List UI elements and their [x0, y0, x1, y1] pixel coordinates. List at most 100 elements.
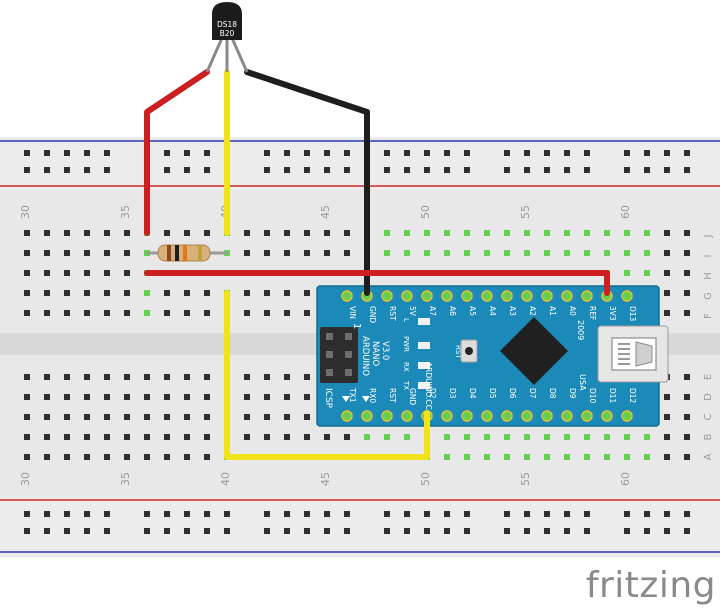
breadboard-hole — [304, 374, 310, 380]
breadboard-hole-connected — [624, 434, 630, 440]
breadboard-hole — [184, 310, 190, 316]
breadboard-hole-connected — [564, 250, 570, 256]
breadboard-hole — [404, 167, 410, 173]
breadboard-hole — [84, 167, 90, 173]
breadboard-hole — [84, 150, 90, 156]
breadboard-hole — [64, 434, 70, 440]
nano-pin-pad-top — [381, 290, 393, 302]
breadboard-hole-connected — [544, 250, 550, 256]
breadboard-hole-connected — [424, 250, 430, 256]
breadboard-hole — [184, 394, 190, 400]
nano-pin-label-top: A7 — [428, 306, 437, 316]
breadboard-hole — [324, 150, 330, 156]
nano-pin-pad-bottom — [341, 410, 353, 422]
led — [418, 362, 430, 369]
nano-pin-pad-bottom — [361, 410, 373, 422]
breadboard-hole — [64, 454, 70, 460]
breadboard-hole — [684, 454, 690, 460]
nano-pin-pad-top — [561, 290, 573, 302]
breadboard-hole — [124, 230, 130, 236]
breadboard-hole — [264, 374, 270, 380]
breadboard-hole-connected — [504, 230, 510, 236]
nano-pin-label-top: A5 — [468, 306, 477, 316]
breadboard-hole — [164, 310, 170, 316]
breadboard-hole-connected — [384, 230, 390, 236]
breadboard-hole-connected — [364, 434, 370, 440]
nano-pin-pad-bottom — [441, 410, 453, 422]
breadboard-hole — [164, 290, 170, 296]
breadboard-hole — [104, 290, 110, 296]
breadboard-hole — [684, 528, 690, 534]
icsp-pins — [326, 333, 352, 376]
breadboard-hole — [84, 454, 90, 460]
breadboard-hole — [84, 310, 90, 316]
breadboard-hole — [684, 290, 690, 296]
breadboard-hole — [184, 528, 190, 534]
breadboard-hole — [664, 414, 670, 420]
breadboard-hole-connected — [584, 250, 590, 256]
col-num-bottom: 60 — [619, 472, 632, 486]
sensor-body — [212, 2, 242, 40]
header-one-label: 1 — [351, 323, 362, 329]
breadboard-hole-connected — [464, 454, 470, 460]
breadboard-hole — [204, 150, 210, 156]
breadboard-hole — [544, 167, 550, 173]
breadboard-hole — [84, 270, 90, 276]
breadboard-hole — [164, 394, 170, 400]
icsp-pin — [326, 351, 333, 358]
breadboard-hole-connected — [144, 290, 150, 296]
row-letter-bottom: D — [703, 393, 714, 401]
breadboard-hole-connected — [544, 434, 550, 440]
breadboard-hole-connected — [504, 434, 510, 440]
breadboard-hole — [204, 167, 210, 173]
breadboard-hole — [284, 374, 290, 380]
breadboard-hole — [84, 414, 90, 420]
breadboard-hole — [104, 414, 110, 420]
breadboard-hole — [504, 511, 510, 517]
breadboard-hole — [344, 528, 350, 534]
red-wire-3v3 — [144, 270, 610, 296]
breadboard-hole — [64, 394, 70, 400]
breadboard-hole — [344, 150, 350, 156]
breadboard-hole — [584, 528, 590, 534]
breadboard-hole — [244, 374, 250, 380]
breadboard-hole — [184, 374, 190, 380]
breadboard-hole — [244, 250, 250, 256]
breadboard-hole — [124, 414, 130, 420]
breadboard-hole — [644, 528, 650, 534]
breadboard-hole — [284, 290, 290, 296]
breadboard-hole-connected — [464, 230, 470, 236]
breadboard-hole — [644, 511, 650, 517]
breadboard-hole — [424, 150, 430, 156]
breadboard-hole — [344, 167, 350, 173]
red-wire-sensor-vcc — [144, 69, 210, 236]
breadboard-hole — [164, 454, 170, 460]
icsp-header — [320, 327, 358, 383]
breadboard-hole — [204, 394, 210, 400]
usb-contacts — [618, 343, 630, 365]
breadboard-hole — [464, 511, 470, 517]
breadboard-hole — [524, 150, 530, 156]
breadboard-hole — [64, 290, 70, 296]
breadboard-hole — [264, 167, 270, 173]
breadboard-hole — [104, 511, 110, 517]
nano-pin-label-top: D13 — [628, 306, 637, 322]
ds18b20-sensor: DS18 B20 — [205, 2, 249, 73]
nano-pin-pad-top — [541, 290, 553, 302]
breadboard-hole — [164, 167, 170, 173]
row-letter-bottom: C — [703, 413, 714, 420]
breadboard-hole — [284, 250, 290, 256]
breadboard-hole — [564, 150, 570, 156]
breadboard-hole — [24, 230, 30, 236]
breadboard-hole — [684, 310, 690, 316]
breadboard-hole-connected — [584, 454, 590, 460]
nano-pin-pad-top — [421, 290, 433, 302]
breadboard-hole-connected — [604, 250, 610, 256]
breadboard-hole — [104, 528, 110, 534]
row-letters: J I H G F E D C B A — [703, 235, 714, 461]
col-num-top: 50 — [419, 205, 432, 219]
breadboard-hole — [684, 414, 690, 420]
breadboard-hole — [264, 414, 270, 420]
